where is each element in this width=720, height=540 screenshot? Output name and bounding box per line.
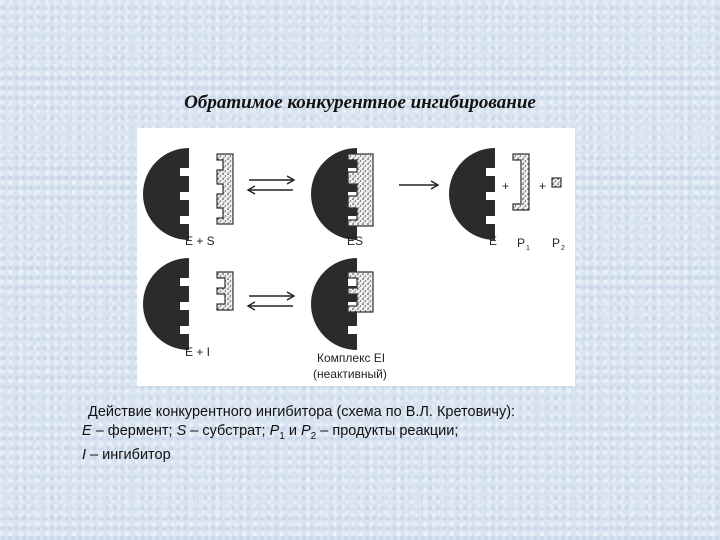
caption-and: и [284, 423, 301, 439]
equilibrium-arrow-1 [246, 175, 296, 195]
inhibition-diagram: E + S ES + + E P 1 P 2 E + I [137, 128, 575, 386]
caption-line-2: E – фермент; S – субстрат; P1 и P2 – про… [82, 422, 682, 446]
label-inactive: (неактивный) [313, 367, 387, 381]
caption-i-desc: – ингибитор [86, 446, 171, 463]
caption-p2-symbol: P [301, 423, 311, 439]
caption-p-desc: – продукты реакции; [316, 423, 459, 439]
caption-p1-sub: 1 [279, 430, 285, 442]
caption-i-symbol: I [82, 446, 87, 463]
forward-arrow [399, 180, 440, 190]
plus-sign-2: + [539, 179, 546, 193]
equilibrium-arrow-2 [246, 291, 296, 311]
caption-line-3: I – ингибитор [82, 446, 682, 465]
substrate-s-1 [216, 153, 234, 225]
label-e-plus-s: E + S [185, 234, 215, 248]
caption-p1-symbol: P [269, 423, 280, 439]
product-p2 [551, 177, 562, 188]
caption-line-1: Действие конкурентного ингибитора (схема… [88, 404, 516, 420]
enzyme-e-free [449, 148, 495, 240]
label-es: ES [347, 234, 363, 248]
caption-p2-sub: 2 [310, 430, 317, 442]
label-complex-ei: Комплекс EI [317, 351, 385, 365]
slide-title: Обратимое конкурентное ингибирование [184, 92, 536, 113]
label-e-plus-i: E + I [185, 345, 210, 359]
caption-s-desc: – субстрат; [186, 423, 270, 439]
enzyme-es [311, 148, 357, 240]
inhibitor-bound-ei [347, 271, 374, 313]
figure-caption: Действие конкурентного ингибитора (схема… [82, 403, 682, 465]
enzyme-e-2 [143, 258, 189, 350]
label-p2: P [552, 236, 560, 250]
label-p1-sub: 1 [526, 245, 530, 252]
caption-e-symbol: E [82, 423, 92, 439]
substrate-bound-es [347, 153, 374, 227]
product-p1 [512, 153, 530, 211]
caption-e-desc: – фермент; [91, 423, 177, 439]
label-e: E [489, 234, 497, 248]
enzyme-e-1 [143, 148, 189, 240]
plus-sign-1: + [502, 179, 509, 193]
caption-s-symbol: S [176, 423, 187, 439]
label-p2-sub: 2 [561, 245, 565, 252]
inhibitor-i [216, 271, 234, 311]
enzyme-ei [311, 258, 357, 350]
diagram-svg: E + S ES + + E P 1 P 2 E + I [143, 148, 565, 381]
label-p1: P [517, 236, 525, 250]
